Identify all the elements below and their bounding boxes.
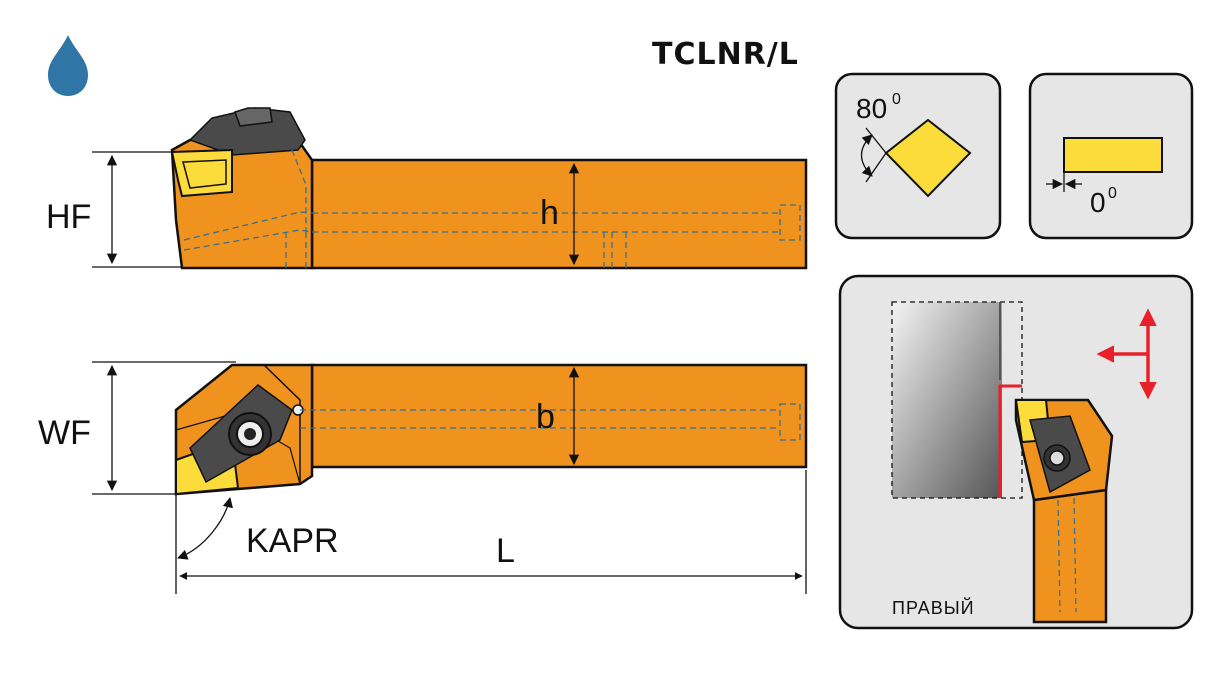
plan-view: WF b KAPR L [38, 361, 808, 594]
feed-direction-arrows-icon [1096, 308, 1157, 400]
side-view: HF h [46, 107, 808, 270]
page-title: TCLNR/L [652, 37, 799, 72]
hand-label: ПРАВЫЙ [892, 597, 975, 618]
shank-plan [310, 363, 808, 469]
insert-side [170, 148, 233, 198]
h-label: h [540, 194, 559, 232]
insert-shape-panel: 80 0 [834, 72, 1002, 240]
clamp-side [188, 107, 306, 156]
wf-label: WF [38, 414, 91, 452]
clearance-insert-icon [1063, 137, 1163, 173]
clearance-angle-value: 0 [1090, 187, 1106, 218]
shank-side [310, 158, 808, 270]
b-label: b [536, 398, 555, 436]
l-label: L [496, 532, 515, 570]
hand-panel: ПРАВЫЙ [838, 274, 1194, 630]
insert-shape-icon [884, 118, 972, 198]
insert-angle-value: 80 [856, 93, 887, 124]
workpiece [892, 302, 1002, 498]
water-drop-icon [48, 35, 88, 96]
clearance-angle-unit: 0 [1108, 185, 1117, 202]
hf-label: HF [46, 198, 91, 236]
clearance-panel: 0 0 [1028, 72, 1194, 240]
insert-angle-unit: 0 [892, 91, 901, 108]
holder-shank-panel [1032, 488, 1108, 624]
kapr-label: KAPR [246, 522, 339, 560]
